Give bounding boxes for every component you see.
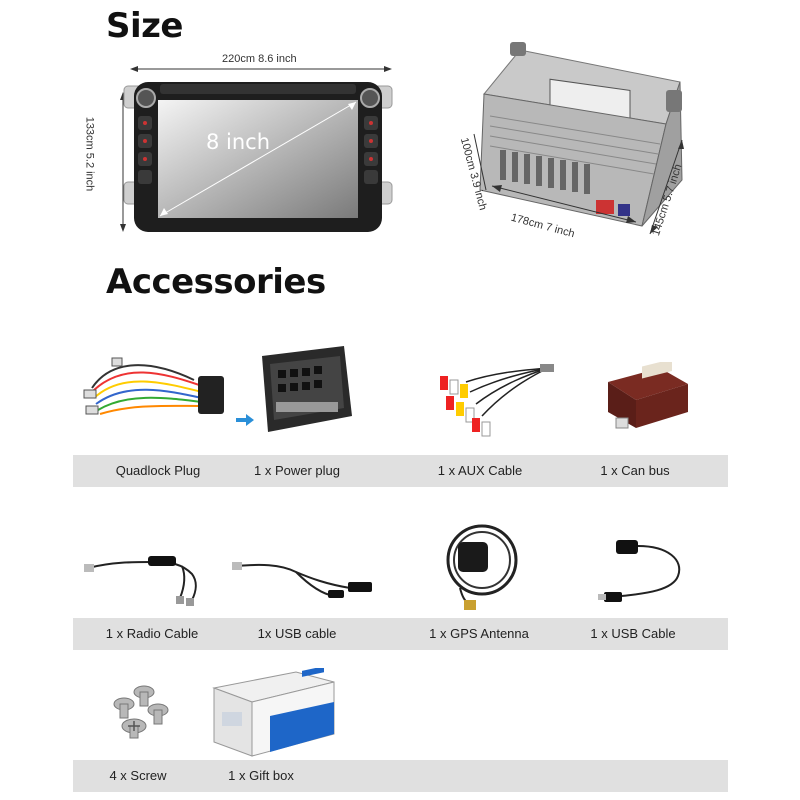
head-unit-front-image: [123, 82, 393, 232]
back-dimension-lines: [473, 133, 684, 235]
canbus-box-icon: [608, 362, 688, 429]
accessory-label: 1 x Gift box: [228, 768, 294, 783]
radio-cable-icon: [84, 556, 197, 606]
accessories-row-3-bar: 4 x Screw 1 x Gift box: [73, 760, 728, 792]
accessory-label: 1 x USB Cable: [590, 626, 676, 641]
accessory-label: 4 x Screw: [109, 768, 167, 783]
usb-cable-icon: [598, 540, 681, 602]
arrow-icon: [236, 414, 254, 426]
head-unit-back-image: [479, 42, 683, 227]
wiring-harness-icon: [83, 357, 224, 415]
accessory-label: 1x USB cable: [257, 626, 337, 641]
accessory-label: 1 x Can bus: [600, 463, 670, 478]
accessories-row-2-bar: 1 x Radio Cable 1x USB cable 1 x GPS Ant…: [73, 618, 728, 650]
accessory-label: 1 x Power plug: [254, 463, 340, 478]
size-heading: Size: [106, 6, 184, 46]
height-label: 133cm 5.2 inch: [83, 116, 96, 192]
accessory-label: 1 x Radio Cable: [105, 626, 199, 641]
screws-icon: [113, 685, 169, 739]
screen-size-label: 8 inch: [206, 130, 271, 154]
accessory-label: 1 x AUX Cable: [437, 463, 523, 478]
gps-antenna-icon: [446, 524, 518, 610]
rca-cable-icon: [440, 364, 554, 437]
accessories-row-1-bar: Quadlock Plug 1 x Power plug 1 x AUX Cab…: [73, 455, 728, 487]
accessory-label: 1 x GPS Antenna: [429, 626, 529, 641]
usb-y-cable-icon: [232, 562, 372, 598]
accessory-label: Quadlock Plug: [115, 463, 201, 478]
quadlock-connector-icon: [262, 346, 352, 432]
width-dimension-line: [130, 66, 392, 72]
accessories-heading: Accessories: [106, 262, 326, 302]
gift-box-icon: [212, 668, 335, 757]
width-label: 220cm 8.6 inch: [222, 53, 297, 65]
